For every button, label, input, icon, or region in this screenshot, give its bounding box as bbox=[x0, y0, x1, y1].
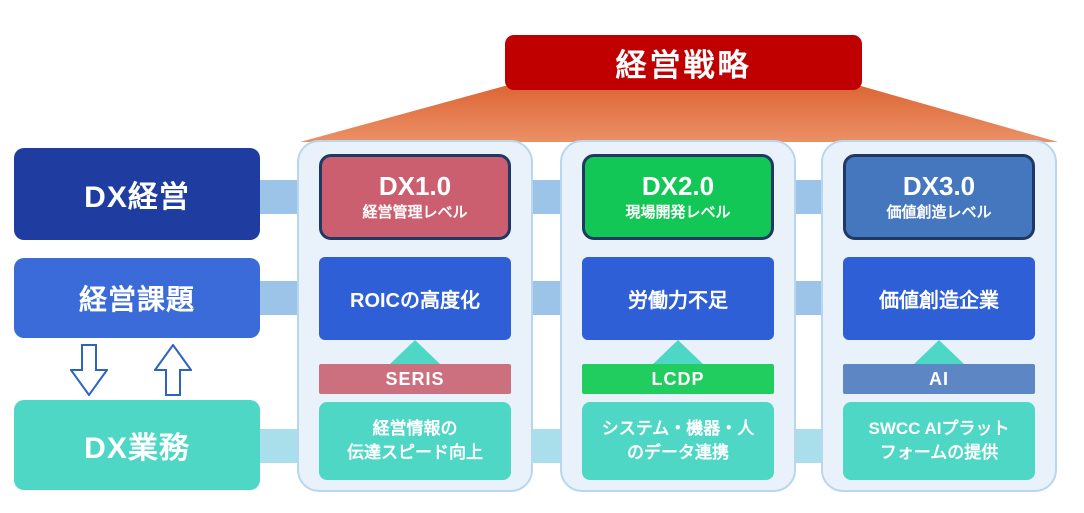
column-dx2-issue: 労働力不足 bbox=[582, 257, 774, 340]
rail-management-issues-label: 経営課題 bbox=[78, 284, 195, 315]
rail-dx-management-label: DX経営 bbox=[84, 181, 190, 214]
column-dx3-header: DX3.0 価値創造レベル bbox=[843, 154, 1035, 240]
column-dx1-subtitle: 経営管理レベル bbox=[362, 204, 468, 222]
triangle-up-icon bbox=[390, 340, 440, 364]
column-dx2-title: DX2.0 bbox=[641, 170, 715, 201]
column-dx1-outcome-line1: 経営情報の bbox=[372, 419, 458, 439]
strategy-banner: 経営戦略 bbox=[505, 35, 862, 90]
block-arrow-down-icon bbox=[69, 344, 109, 401]
column-dx2-outcome-line2: のデータ連携 bbox=[627, 443, 729, 462]
column-dx2-subtitle: 現場開発レベル bbox=[625, 204, 731, 222]
column-dx3-outcome-line1: SWCC AIプラット bbox=[868, 419, 1010, 439]
column-dx1-title: DX1.0 bbox=[378, 170, 452, 201]
triangle-up-icon bbox=[914, 340, 964, 364]
column-dx2: DX2.0 現場開発レベル 労働力不足 LCDP システム・機器・人 のデータ連… bbox=[560, 140, 796, 492]
column-dx1-outcome: 経営情報の 伝達スピード向上 bbox=[319, 402, 511, 480]
column-dx3-issue: 価値創造企業 bbox=[843, 257, 1035, 340]
column-dx1-tool: SERIS bbox=[319, 364, 511, 394]
rail-dx-management: DX経営 bbox=[14, 148, 260, 240]
strategy-banner-label: 経営戦略 bbox=[615, 48, 752, 83]
block-arrow-up-icon bbox=[153, 343, 193, 401]
rail-dx-operations-label: DX業務 bbox=[84, 432, 190, 465]
column-dx1-outcome-line2: 伝達スピード向上 bbox=[347, 443, 483, 462]
column-dx3-title: DX3.0 bbox=[902, 170, 976, 201]
rail-management-issues: 経営課題 bbox=[14, 258, 260, 338]
column-dx1-issue: ROICの高度化 bbox=[319, 257, 511, 340]
rail-dx-operations: DX業務 bbox=[14, 400, 260, 490]
column-dx3: DX3.0 価値創造レベル 価値創造企業 AI SWCC AIプラット フォーム… bbox=[821, 140, 1057, 492]
column-dx3-subtitle: 価値創造レベル bbox=[886, 204, 992, 222]
column-dx2-outcome-line1: システム・機器・人 bbox=[601, 419, 755, 439]
column-dx3-outcome: SWCC AIプラット フォームの提供 bbox=[843, 402, 1035, 480]
column-dx2-tool: LCDP bbox=[582, 364, 774, 394]
column-dx2-outcome: システム・機器・人 のデータ連携 bbox=[582, 402, 774, 480]
triangle-up-icon bbox=[653, 340, 703, 364]
fan-connector-shape bbox=[300, 86, 1058, 142]
column-dx1: DX1.0 経営管理レベル ROICの高度化 SERIS 経営情報の 伝達スピー… bbox=[297, 140, 533, 492]
column-dx2-header: DX2.0 現場開発レベル bbox=[582, 154, 774, 240]
column-dx3-tool: AI bbox=[843, 364, 1035, 394]
column-dx3-outcome-line2: フォームの提供 bbox=[879, 443, 999, 462]
column-dx1-header: DX1.0 経営管理レベル bbox=[319, 154, 511, 240]
